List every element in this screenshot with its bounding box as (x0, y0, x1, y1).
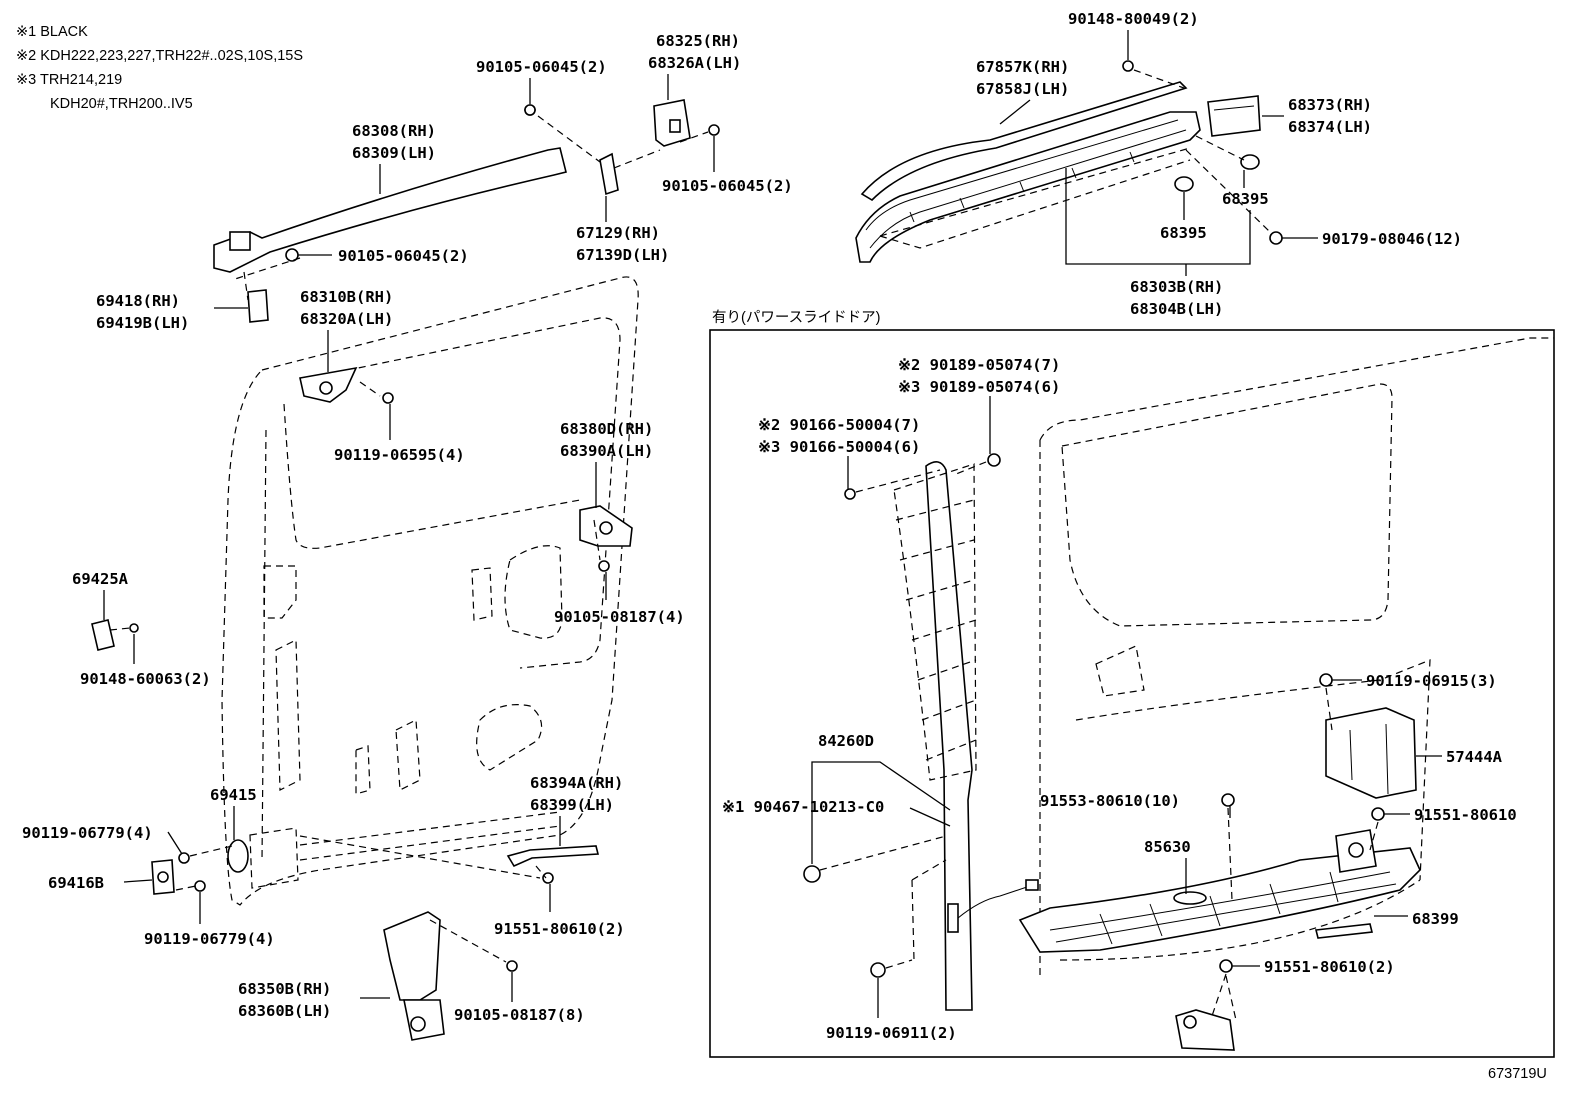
rail-68399 (1315, 923, 1373, 939)
connectors-left (109, 115, 709, 963)
note-models-3b: KDH20#,TRH200..IV5 (50, 96, 193, 112)
label-68304b: 68304B(LH) (1130, 300, 1223, 318)
label-67129: 67129(RH) (576, 224, 660, 242)
end-cap-68373 (1207, 95, 1261, 137)
label-90119-06595: 90119-06595(4) (334, 446, 465, 464)
bolts-inset (803, 453, 1385, 978)
label-90179-08046: 90179-08046(12) (1322, 230, 1462, 248)
door-panel-drawing (221, 276, 639, 906)
hinge-67129 (599, 152, 619, 196)
bracket-57444 (1325, 707, 1417, 799)
label-90119-06779-top: 90119-06779(4) (22, 824, 153, 842)
note-black: ※1 BLACK (16, 24, 88, 40)
roof-rail-assembly (855, 81, 1201, 263)
label-69425a: 69425A (72, 570, 129, 588)
label-67858j: 67858J(LH) (976, 80, 1069, 98)
label-68325: 68325(RH) (656, 32, 740, 50)
label-90148-60063: 90148-60063(2) (80, 670, 211, 688)
label-90105-06045-right: 90105-06045(2) (662, 177, 793, 195)
label-91551-80610-left: 91551-80610(2) (494, 920, 625, 938)
bracket-69416 (151, 859, 175, 895)
label-68399: 68399 (1412, 910, 1459, 928)
label-68360b: 68360B(LH) (238, 1002, 331, 1020)
label-90148-80049: 90148-80049(2) (1068, 10, 1199, 28)
bolts-left (129, 104, 720, 972)
label-68350b: 68350B(RH) (238, 980, 331, 998)
label-90119-06779-bottom: 90119-06779(4) (144, 930, 275, 948)
label-68390a: 68390A(LH) (560, 442, 653, 460)
bracket-68325 (653, 99, 691, 147)
label-91553-80610: 91553-80610(10) (1040, 792, 1180, 810)
label-90105-08187-8: 90105-08187(8) (454, 1006, 585, 1024)
label-90105-08187-4: 90105-08187(4) (554, 608, 685, 626)
label-57444a: 57444A (1446, 748, 1503, 766)
inset-title: 有り(パワースライドドア) (712, 309, 880, 326)
label-91551-80610-right: 91551-80610 (1414, 806, 1517, 824)
label-85630: 85630 (1144, 838, 1191, 856)
connectors-right-top (999, 30, 1318, 276)
label-68395-a: 68395 (1222, 190, 1269, 208)
label-68399-lh: 68399(LH) (530, 796, 614, 814)
label-90467-10213: ※1 90467-10213-C0 (722, 798, 884, 816)
label-68303b: 68303B(RH) (1130, 278, 1223, 296)
label-90189-05074-7: ※2 90189-05074(7) (898, 356, 1060, 374)
label-68309: 68309(LH) (352, 144, 436, 162)
upper-rail-part (213, 147, 567, 273)
label-90119-06911: 90119-06911(2) (826, 1024, 957, 1042)
label-68326a: 68326A(LH) (648, 54, 741, 72)
label-68308: 68308(RH) (352, 122, 436, 140)
label-68373: 68373(RH) (1288, 96, 1372, 114)
inset-vertical-rail (893, 461, 1039, 1011)
label-68395-b: 68395 (1160, 224, 1207, 242)
label-68320a: 68320A(LH) (300, 310, 393, 328)
label-90105-06045-top: 90105-06045(2) (476, 58, 607, 76)
label-69419b: 69419B(LH) (96, 314, 189, 332)
note-models-3: ※3 TRH214,219 (16, 72, 122, 88)
power-slide-unit-85630 (1018, 829, 1421, 953)
lower-hinge-68350 (383, 911, 445, 1041)
bracket-69418 (247, 289, 269, 323)
lower-bracket-inset (1175, 1009, 1235, 1051)
part-labels: 90105-06045(2) 68325(RH) 68326A(LH) 6830… (22, 10, 1517, 1042)
latch-68310 (299, 366, 358, 403)
hinge-68380 (579, 505, 633, 547)
bumper-69425 (91, 619, 115, 651)
bracket-69415 (227, 839, 249, 873)
label-90105-06045-mid: 90105-06045(2) (338, 247, 469, 265)
connectors-inset (811, 396, 1442, 1021)
label-68374: 68374(LH) (1288, 118, 1372, 136)
label-67139d: 67139D(LH) (576, 246, 669, 264)
inset-frame (709, 329, 1555, 1058)
label-90166-50004-7: ※2 90166-50004(7) (758, 416, 920, 434)
leaders-left (103, 74, 715, 1002)
label-68380d: 68380D(RH) (560, 420, 653, 438)
label-69418: 69418(RH) (96, 292, 180, 310)
label-90166-50004-6: ※3 90166-50004(6) (758, 438, 920, 456)
label-67857k: 67857K(RH) (976, 58, 1069, 76)
inset-door-drawing (1039, 337, 1554, 980)
label-69415: 69415 (210, 786, 257, 804)
note-models-2: ※2 KDH222,223,227,TRH22#..02S,10S,15S (16, 48, 303, 64)
arm-68394 (506, 845, 600, 868)
label-69416b: 69416B (48, 874, 104, 892)
label-90189-05074-6: ※3 90189-05074(6) (898, 378, 1060, 396)
diagram-code: 673719U (1488, 1066, 1547, 1082)
label-91551-80610-bottom: 91551-80610(2) (1264, 958, 1395, 976)
label-68394a: 68394A(RH) (530, 774, 623, 792)
label-90119-06915: 90119-06915(3) (1366, 672, 1497, 690)
label-68310b: 68310B(RH) (300, 288, 393, 306)
label-84260d: 84260D (818, 732, 874, 750)
